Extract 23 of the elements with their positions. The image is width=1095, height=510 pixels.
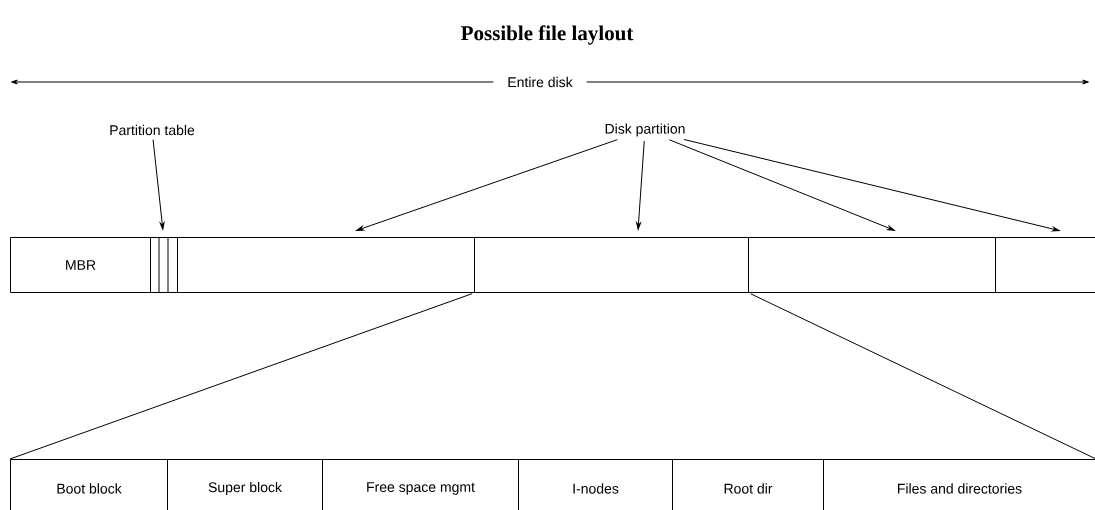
- partition-cell: [474, 237, 749, 293]
- leader-arrow: [683, 139, 1060, 232]
- leader-arrow: [668, 139, 895, 231]
- leader-arrow: [636, 140, 645, 230]
- layout-cell: Super block: [167, 459, 323, 510]
- dimension-label: Entire disk: [493, 73, 587, 91]
- partition-cell: [748, 237, 996, 293]
- title: Possible file laylout: [461, 25, 634, 45]
- layout-cell: Root dir: [672, 459, 824, 510]
- leader-arrow: [152, 139, 165, 230]
- expansion-line: [750, 293, 1095, 460]
- layout-cell: Files and directories: [823, 459, 1095, 510]
- partition-table-stripes: [150, 236, 178, 293]
- layout-cell: I-nodes: [518, 459, 673, 510]
- leader-arrow: [356, 139, 618, 231]
- callout-text: Disk partition: [605, 123, 685, 137]
- partition-cell: [177, 237, 475, 293]
- layout-cell: Free space mgmt: [322, 459, 519, 510]
- layout-cell: Boot block: [10, 459, 168, 510]
- callout-text: Partition table: [110, 124, 195, 136]
- expansion-line: [9, 293, 473, 460]
- partition-cell: [995, 237, 1095, 293]
- disk-cell: MBR: [10, 237, 151, 293]
